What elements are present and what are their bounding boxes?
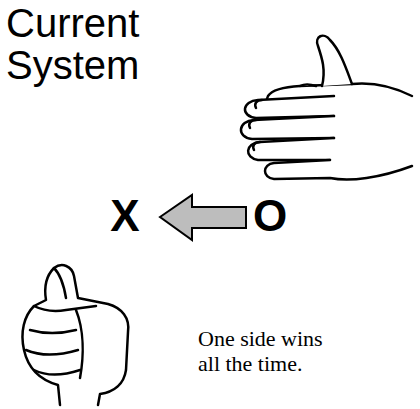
title-text: Current System: [6, 2, 196, 86]
title-text-holder: Current System: [6, 2, 196, 86]
open-hand: [241, 36, 412, 180]
side-letter-holder: X: [100, 192, 150, 240]
side-letter: O: [245, 192, 295, 240]
note-text: One side wins all the time.: [198, 326, 350, 377]
note-text-holder: One side wins all the time.: [198, 326, 350, 377]
side-letter-holder: O: [245, 192, 295, 240]
side-letter: X: [100, 192, 150, 240]
fist-hand: [22, 265, 128, 405]
block-arrow: [160, 195, 246, 240]
